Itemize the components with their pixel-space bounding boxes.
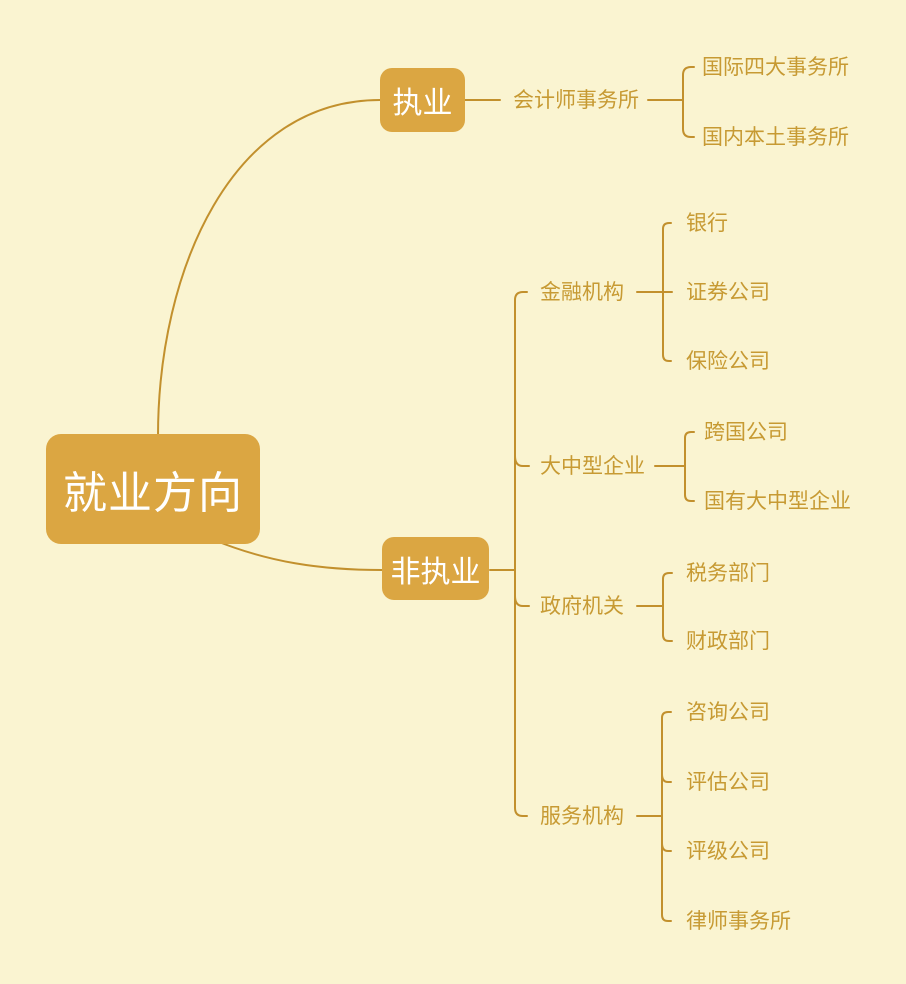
node-domestic-local-firm[interactable]: 国内本土事务所 (702, 125, 849, 150)
node-consulting-company[interactable]: 咨询公司 (686, 700, 770, 725)
node-securities-company[interactable]: 证券公司 (686, 280, 770, 305)
node-financial-institution[interactable]: 金融机构 (540, 280, 624, 305)
node-insurance-company[interactable]: 保险公司 (686, 349, 770, 374)
node-non-practicing[interactable]: 非执业 (382, 537, 489, 600)
main-trunk (514, 291, 528, 817)
node-practicing[interactable]: 执业 (380, 68, 465, 132)
bracket-financial-leaves (662, 222, 672, 362)
elbow-enterprise (514, 455, 530, 467)
node-rating-company[interactable]: 评级公司 (686, 839, 770, 864)
edge-root-practicing (157, 99, 381, 437)
node-service-institution[interactable]: 服务机构 (540, 804, 624, 829)
elbow-government (514, 595, 530, 607)
bracket-government-leaves (662, 572, 673, 642)
node-accounting-firm[interactable]: 会计师事务所 (513, 88, 639, 113)
node-large-medium-enterprise[interactable]: 大中型企业 (540, 454, 645, 479)
node-law-firm[interactable]: 律师事务所 (686, 909, 791, 934)
node-bank[interactable]: 银行 (686, 211, 728, 236)
elbow-service-appraisal (661, 773, 672, 783)
node-tax-department[interactable]: 税务部门 (686, 561, 770, 586)
edge-root-nonpracticing (213, 539, 383, 571)
bracket-accounting-leaves (682, 66, 695, 138)
node-multinational-company[interactable]: 跨国公司 (704, 420, 788, 445)
bracket-enterprise-leaves (684, 431, 695, 502)
node-finance-department[interactable]: 财政部门 (686, 629, 770, 654)
node-state-owned-enterprise[interactable]: 国有大中型企业 (704, 489, 851, 514)
bracket-service-leaves (661, 711, 672, 922)
node-employment-direction[interactable]: 就业方向 (46, 434, 260, 544)
elbow-service-rating (661, 842, 672, 852)
node-international-big4[interactable]: 国际四大事务所 (702, 55, 849, 80)
node-appraisal-company[interactable]: 评估公司 (686, 770, 770, 795)
node-government-agency[interactable]: 政府机关 (540, 594, 624, 619)
